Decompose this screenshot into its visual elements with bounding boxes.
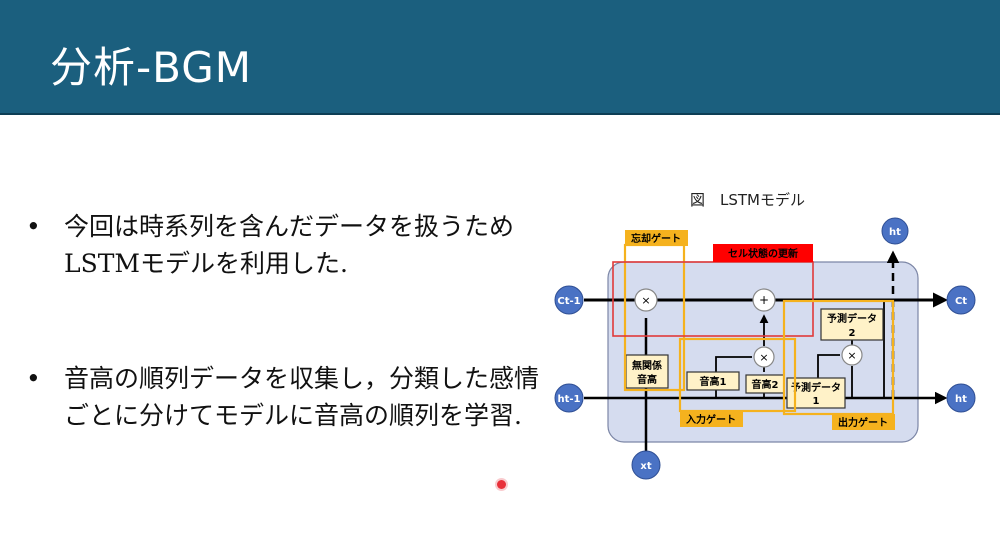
svg-text:ht: ht [889, 227, 901, 238]
node-ht-right: ht [946, 383, 976, 413]
svg-text:1: 1 [813, 396, 820, 407]
unrelated-pitch-box: 無関係 音高 [625, 354, 669, 389]
bullet-item-2: • 音高の順列データを収集し，分類した感情ごとに分けてモデルに音高の順列を学習. [26, 360, 546, 434]
svg-text:ht: ht [955, 394, 967, 405]
output-multiply-operator: × [841, 344, 863, 366]
svg-text:セル状態の更新: セル状態の更新 [728, 247, 798, 260]
svg-text:2: 2 [849, 328, 856, 339]
forget-multiply-operator: × [634, 288, 658, 312]
prediction2-box: 予測データ 2 [820, 308, 884, 341]
svg-text:Ct-1: Ct-1 [557, 296, 580, 307]
svg-text:予測データ: 予測データ [791, 381, 841, 394]
svg-text:Ct: Ct [955, 296, 967, 307]
laser-pointer-dot [497, 480, 506, 489]
operator-symbol: × [847, 349, 856, 362]
bullet-mark: • [26, 212, 41, 241]
svg-text:入力ゲート: 入力ゲート [686, 413, 736, 426]
slide-title: 分析-BGM [50, 43, 253, 92]
svg-text:出力ゲート: 出力ゲート [838, 416, 888, 429]
svg-text:忘却ゲート: 忘却ゲート [631, 232, 681, 245]
output-gate-wire [817, 354, 840, 378]
input-multiply-operator: × [753, 346, 775, 368]
input-gate-wire [715, 356, 752, 372]
bullet-mark: • [26, 364, 41, 393]
bullet-text: 音高の順列データを収集し，分類した感情ごとに分けてモデルに音高の順列を学習. [64, 364, 540, 430]
svg-text:無関係: 無関係 [632, 359, 662, 372]
node-ct-prev: Ct-1 [554, 285, 584, 315]
cell-update-label: セル状態の更新 [713, 244, 813, 262]
bullet-text: 今回は時系列を含んだデータを扱うためLSTMモデルを利用した. [64, 212, 515, 278]
node-ct: Ct [946, 285, 976, 315]
svg-text:音高: 音高 [637, 373, 657, 386]
forget-gate-label: 忘却ゲート [625, 230, 688, 246]
svg-text:音高2: 音高2 [752, 378, 779, 391]
title-divider [0, 113, 1000, 115]
input-gate-label: 入力ゲート [680, 411, 743, 427]
svg-text:予測データ: 予測データ [827, 312, 877, 325]
output-gate-label: 出力ゲート [832, 414, 895, 430]
node-ht-top: ht [881, 217, 909, 245]
operator-symbol: + [759, 293, 769, 307]
pitch2-box: 音高2 [745, 374, 785, 394]
prediction1-box: 予測データ 1 [786, 377, 846, 409]
node-ht-prev: ht-1 [554, 383, 584, 413]
svg-text:音高1: 音高1 [700, 375, 727, 388]
lstm-diagram: × + × × 無関係 音高 音高1 音高2 予測データ 1 予測データ 2 [554, 217, 976, 480]
svg-text:ht-1: ht-1 [557, 394, 580, 405]
add-operator: + [752, 288, 776, 312]
svg-text:xt: xt [640, 461, 651, 472]
bullet-item-1: • 今回は時系列を含んだデータを扱うためLSTMモデルを利用した. [26, 208, 546, 282]
figure-caption: 図 LSTMモデル [690, 191, 805, 209]
title-bar: 分析-BGM [0, 0, 1000, 113]
node-xt: xt [631, 450, 661, 480]
operator-symbol: × [759, 351, 768, 364]
pitch1-box: 音高1 [686, 371, 740, 391]
operator-symbol: × [641, 294, 650, 307]
bullet-list: • 今回は時系列を含んだデータを扱うためLSTMモデルを利用した. • 音高の順… [26, 208, 546, 434]
